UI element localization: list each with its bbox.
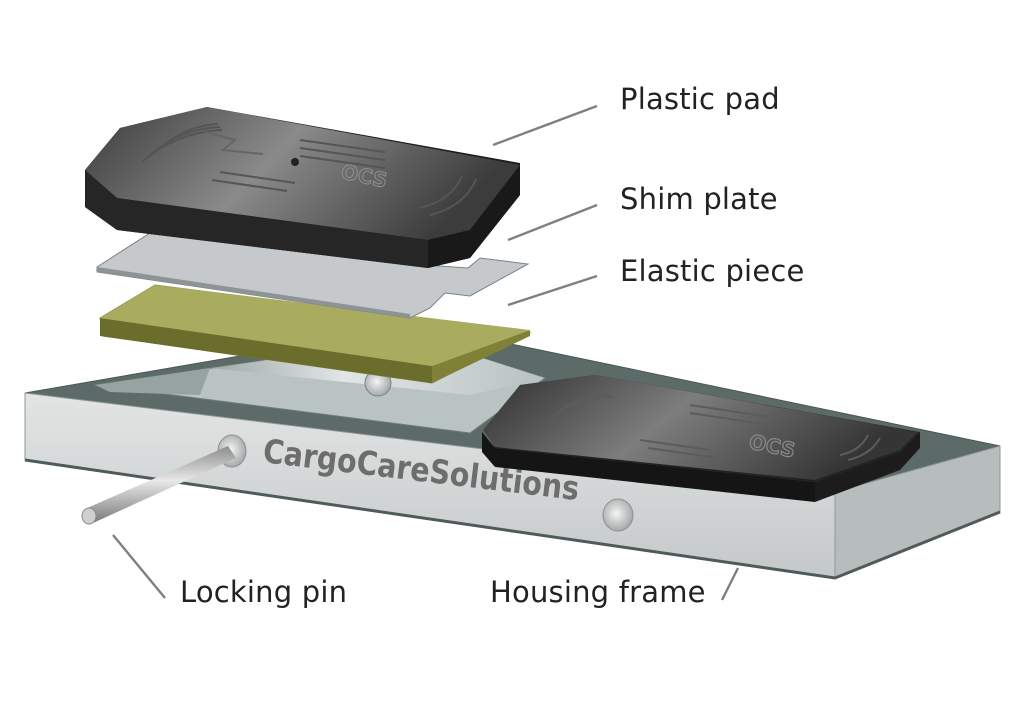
- installed-pad: OCS: [482, 375, 920, 502]
- elastic-piece: [99, 284, 532, 384]
- label-elastic-piece: Elastic piece: [620, 254, 805, 288]
- leader-line-housing-frame: [720, 567, 740, 601]
- pad-center-hole-icon: [291, 158, 299, 166]
- leader-line-shim-plate: [507, 203, 598, 242]
- leader-line-elastic-piece: [507, 274, 598, 307]
- side-hole-icon: [602, 498, 634, 532]
- plastic-pad: OCS: [85, 107, 520, 268]
- pad-logo-icon: [204, 131, 264, 155]
- label-locking-pin: Locking pin: [180, 575, 348, 609]
- leader-lines: [112, 104, 740, 601]
- label-shim-plate: Shim plate: [620, 182, 778, 216]
- leader-line-plastic-pad: [492, 104, 598, 147]
- leader-line-locking-pin: [112, 534, 166, 599]
- label-plastic-pad: Plastic pad: [620, 82, 780, 116]
- locking-pin: [81, 446, 236, 525]
- label-housing-frame: Housing frame: [490, 575, 706, 609]
